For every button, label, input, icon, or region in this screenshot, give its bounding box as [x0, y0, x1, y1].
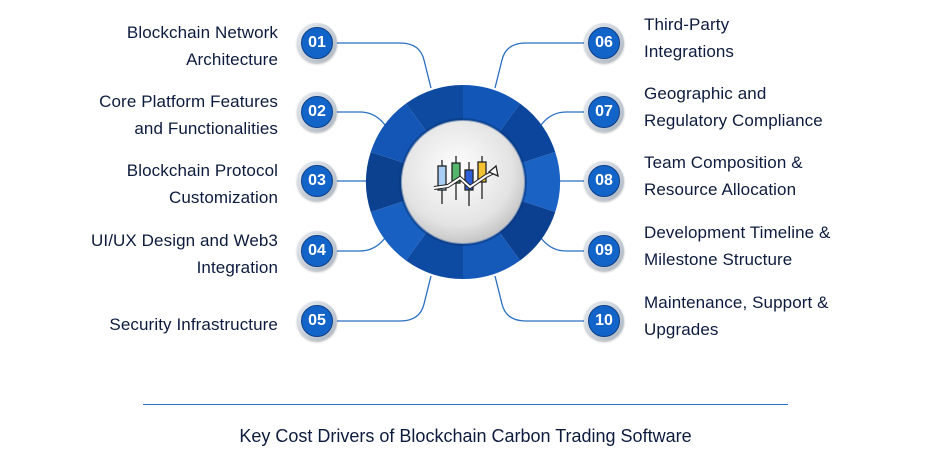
- number-badge: 01: [297, 23, 337, 63]
- number-badge: 10: [584, 301, 624, 341]
- label-line: Third-Party: [644, 15, 730, 34]
- label-line: Security Infrastructure: [109, 314, 278, 334]
- candlestick-chart-trend-icon: [433, 156, 499, 206]
- badge-number: 10: [588, 305, 620, 337]
- badge-number: 02: [301, 96, 333, 128]
- number-badge: 02: [297, 92, 337, 132]
- label-line: Development Timeline &: [644, 223, 831, 242]
- page-title: Key Cost Drivers of Blockchain Carbon Tr…: [239, 426, 692, 446]
- number-badge: 06: [584, 23, 624, 63]
- cost-driver-label: Security Infrastructure: [109, 311, 278, 338]
- label-line: Upgrades: [644, 320, 719, 339]
- badge-number: 01: [301, 27, 333, 59]
- label-line: Geographic and: [644, 84, 767, 103]
- badge-number: 07: [588, 96, 620, 128]
- number-badge: 08: [584, 161, 624, 201]
- label-line: Customization: [168, 188, 278, 207]
- label-line: Resource Allocation: [644, 180, 797, 199]
- ring-segment: [370, 201, 427, 261]
- cost-driver-label: Team Composition & Resource Allocation: [644, 149, 803, 203]
- label-line: Milestone Structure: [644, 250, 793, 269]
- cost-driver-label: Development Timeline & Milestone Structur…: [644, 219, 830, 273]
- label-line: Blockchain Protocol: [126, 161, 278, 180]
- badge-number: 04: [301, 235, 333, 267]
- label-line: UI/UX Design and Web3: [91, 231, 278, 250]
- ring-segment: [521, 152, 560, 212]
- ring-segment: [370, 103, 427, 163]
- label-line: Blockchain Network: [126, 23, 278, 42]
- number-badge: 07: [584, 92, 624, 132]
- label-line: Integrations: [644, 42, 735, 61]
- ring-segment: [499, 103, 556, 163]
- ring-segment: [366, 152, 405, 212]
- cost-driver-label: Maintenance, Support & Upgrades: [644, 289, 829, 343]
- number-badge: 05: [297, 301, 337, 341]
- badge-number: 09: [588, 235, 620, 267]
- label-line: Integration: [196, 258, 278, 277]
- connector-lines: [337, 42, 584, 322]
- badge-number: 06: [588, 27, 620, 59]
- badge-number: 05: [301, 305, 333, 337]
- number-badge: 04: [297, 231, 337, 271]
- badge-number: 08: [588, 165, 620, 197]
- divider: [143, 404, 788, 405]
- number-badge: 03: [297, 161, 337, 201]
- ring-segment: [499, 201, 556, 261]
- badge-number: 03: [301, 165, 333, 197]
- label-line: and Functionalities: [134, 119, 278, 138]
- number-badge: 09: [584, 231, 624, 271]
- cost-driver-label: Core Platform Features and Functionalitie…: [99, 88, 278, 142]
- label-line: Regulatory Compliance: [644, 111, 823, 130]
- label-line: Core Platform Features: [99, 92, 278, 111]
- label-line: Architecture: [186, 50, 278, 69]
- label-line: Maintenance, Support &: [644, 293, 829, 312]
- label-line: Team Composition &: [644, 153, 803, 172]
